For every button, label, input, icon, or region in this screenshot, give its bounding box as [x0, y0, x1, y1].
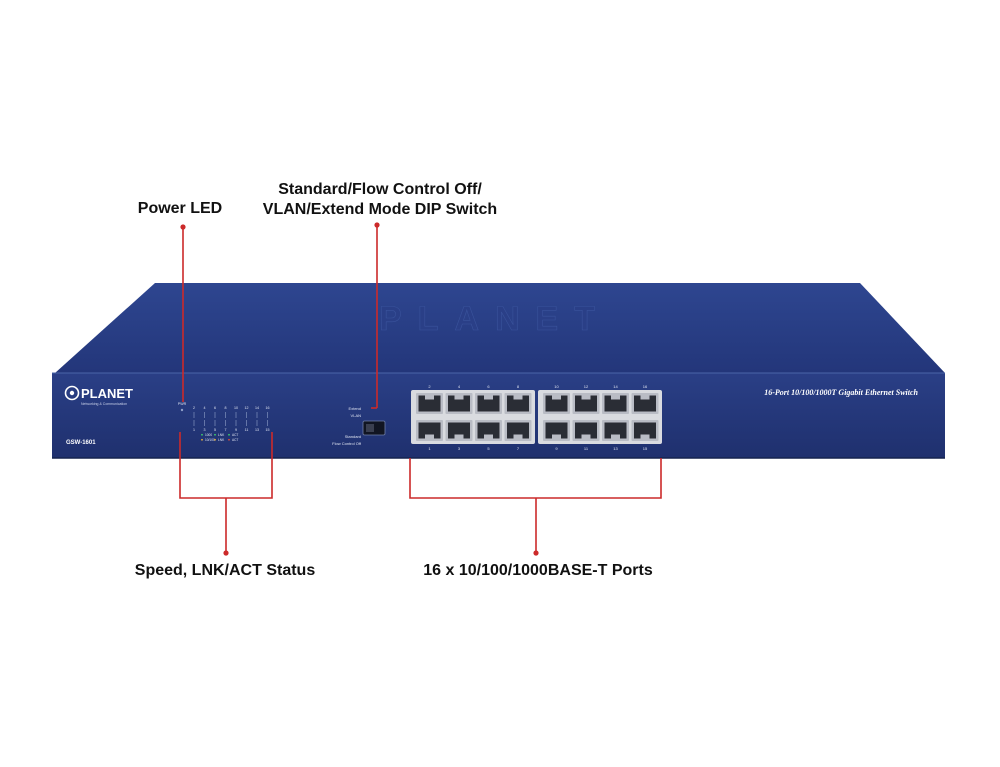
led-number-top: 2 — [193, 406, 195, 410]
callout-speed-status: Speed, LNK/ACT Status — [134, 562, 316, 579]
port-number-bottom: 7 — [517, 446, 520, 451]
led-number-bottom: 9 — [235, 428, 237, 432]
port-number-bottom: 13 — [613, 446, 618, 451]
port-number-top: 6 — [487, 384, 490, 389]
ethernet-port[interactable] — [602, 393, 629, 414]
chassis-top — [55, 283, 945, 373]
led-legend-dot — [201, 433, 203, 436]
led-number-bottom: 11 — [245, 428, 249, 432]
led-legend-label: ACT — [232, 438, 238, 442]
dip-switch-area: Extend VLAN Standard Flow Control Off — [332, 406, 386, 446]
port-number-bottom: 11 — [584, 446, 589, 451]
led-number-bottom: 5 — [214, 428, 216, 432]
ethernet-port[interactable] — [445, 393, 473, 414]
led-legend-dot — [201, 438, 203, 441]
led-number-top: 4 — [204, 406, 206, 410]
svg-text:VLAN: VLAN — [351, 413, 362, 418]
port-number-top: 8 — [517, 384, 520, 389]
ethernet-port[interactable] — [475, 393, 502, 414]
svg-text:Extend: Extend — [349, 406, 361, 411]
chassis-top-emboss: PLANET — [379, 300, 611, 338]
port-number-top: 12 — [584, 384, 589, 389]
ethernet-port[interactable] — [602, 420, 629, 441]
port-number-bottom: 3 — [458, 446, 461, 451]
port-number-top: 14 — [613, 384, 618, 389]
port-number-top: 2 — [428, 384, 431, 389]
led-number-bottom: 1 — [193, 428, 195, 432]
callout-power-led: Power LED — [137, 200, 223, 217]
port-number-bottom: 1 — [428, 446, 431, 451]
model-label: GSW-1601 — [66, 440, 96, 446]
device-description: 16-Port 10/100/1000T Gigabit Ethernet Sw… — [764, 388, 918, 397]
ethernet-port[interactable] — [445, 420, 473, 441]
led-legend-dot — [228, 438, 230, 441]
led-legend-label: 10/100 — [205, 438, 215, 442]
port-number-top: 16 — [643, 384, 648, 389]
port-number-bottom: 5 — [487, 446, 490, 451]
port-number-top: 10 — [554, 384, 559, 389]
planet-logo: PLANET Networking & Communication — [64, 385, 133, 406]
led-number-top: 14 — [255, 406, 259, 410]
ethernet-port[interactable] — [475, 420, 502, 441]
ethernet-port[interactable] — [416, 420, 443, 441]
led-legend-label: LNK — [218, 433, 225, 437]
callout-lines — [179, 225, 662, 553]
ethernet-port[interactable] — [504, 393, 532, 414]
ethernet-port[interactable] — [631, 420, 659, 441]
led-number-bottom: 3 — [204, 428, 206, 432]
dip-switch-toggle — [366, 424, 374, 432]
ethernet-port[interactable] — [572, 393, 600, 414]
port-number-bottom: 15 — [643, 446, 648, 451]
ethernet-port[interactable] — [631, 393, 659, 414]
led-legend-dot — [228, 433, 230, 436]
callout-dip-switch-line1: Standard/Flow Control Off/ — [278, 181, 482, 198]
ethernet-port[interactable] — [416, 393, 443, 414]
led-legend-dot — [214, 433, 216, 436]
ethernet-port[interactable] — [543, 393, 570, 414]
ethernet-port[interactable] — [504, 420, 532, 441]
led-number-top: 6 — [214, 406, 216, 410]
led-legend-dot — [214, 438, 216, 441]
pwr-label: PWR — [178, 402, 187, 406]
led-legend-label: 1000 — [205, 433, 212, 437]
ethernet-port[interactable] — [543, 420, 570, 441]
port-number-top: 4 — [458, 384, 461, 389]
led-number-bottom: 13 — [255, 428, 259, 432]
led-number-bottom: 15 — [266, 428, 270, 432]
callout-dots — [180, 222, 539, 556]
led-number-top: 16 — [266, 406, 270, 410]
svg-text:Networking & Communication: Networking & Communication — [81, 402, 127, 406]
led-number-top: 10 — [234, 406, 238, 410]
led-number-top: 12 — [245, 406, 249, 410]
led-number-bottom: 7 — [225, 428, 227, 432]
port-number-bottom: 9 — [555, 446, 558, 451]
led-number-top: 8 — [225, 406, 227, 410]
led-legend-label: LNK — [218, 438, 225, 442]
callout-ports: 16 x 10/100/1000BASE-T Ports — [423, 562, 653, 579]
svg-text:Flow Control Off: Flow Control Off — [332, 441, 362, 446]
svg-text:Standard: Standard — [345, 434, 361, 439]
led-legend-label: ACT — [232, 433, 238, 437]
callout-dip-switch: Standard/Flow Control Off/ VLAN/Extend M… — [230, 180, 530, 220]
pwr-led — [180, 408, 184, 412]
svg-text:PLANET: PLANET — [81, 386, 133, 401]
ethernet-port[interactable] — [572, 420, 600, 441]
callout-dip-switch-line2: VLAN/Extend Mode DIP Switch — [262, 201, 498, 218]
